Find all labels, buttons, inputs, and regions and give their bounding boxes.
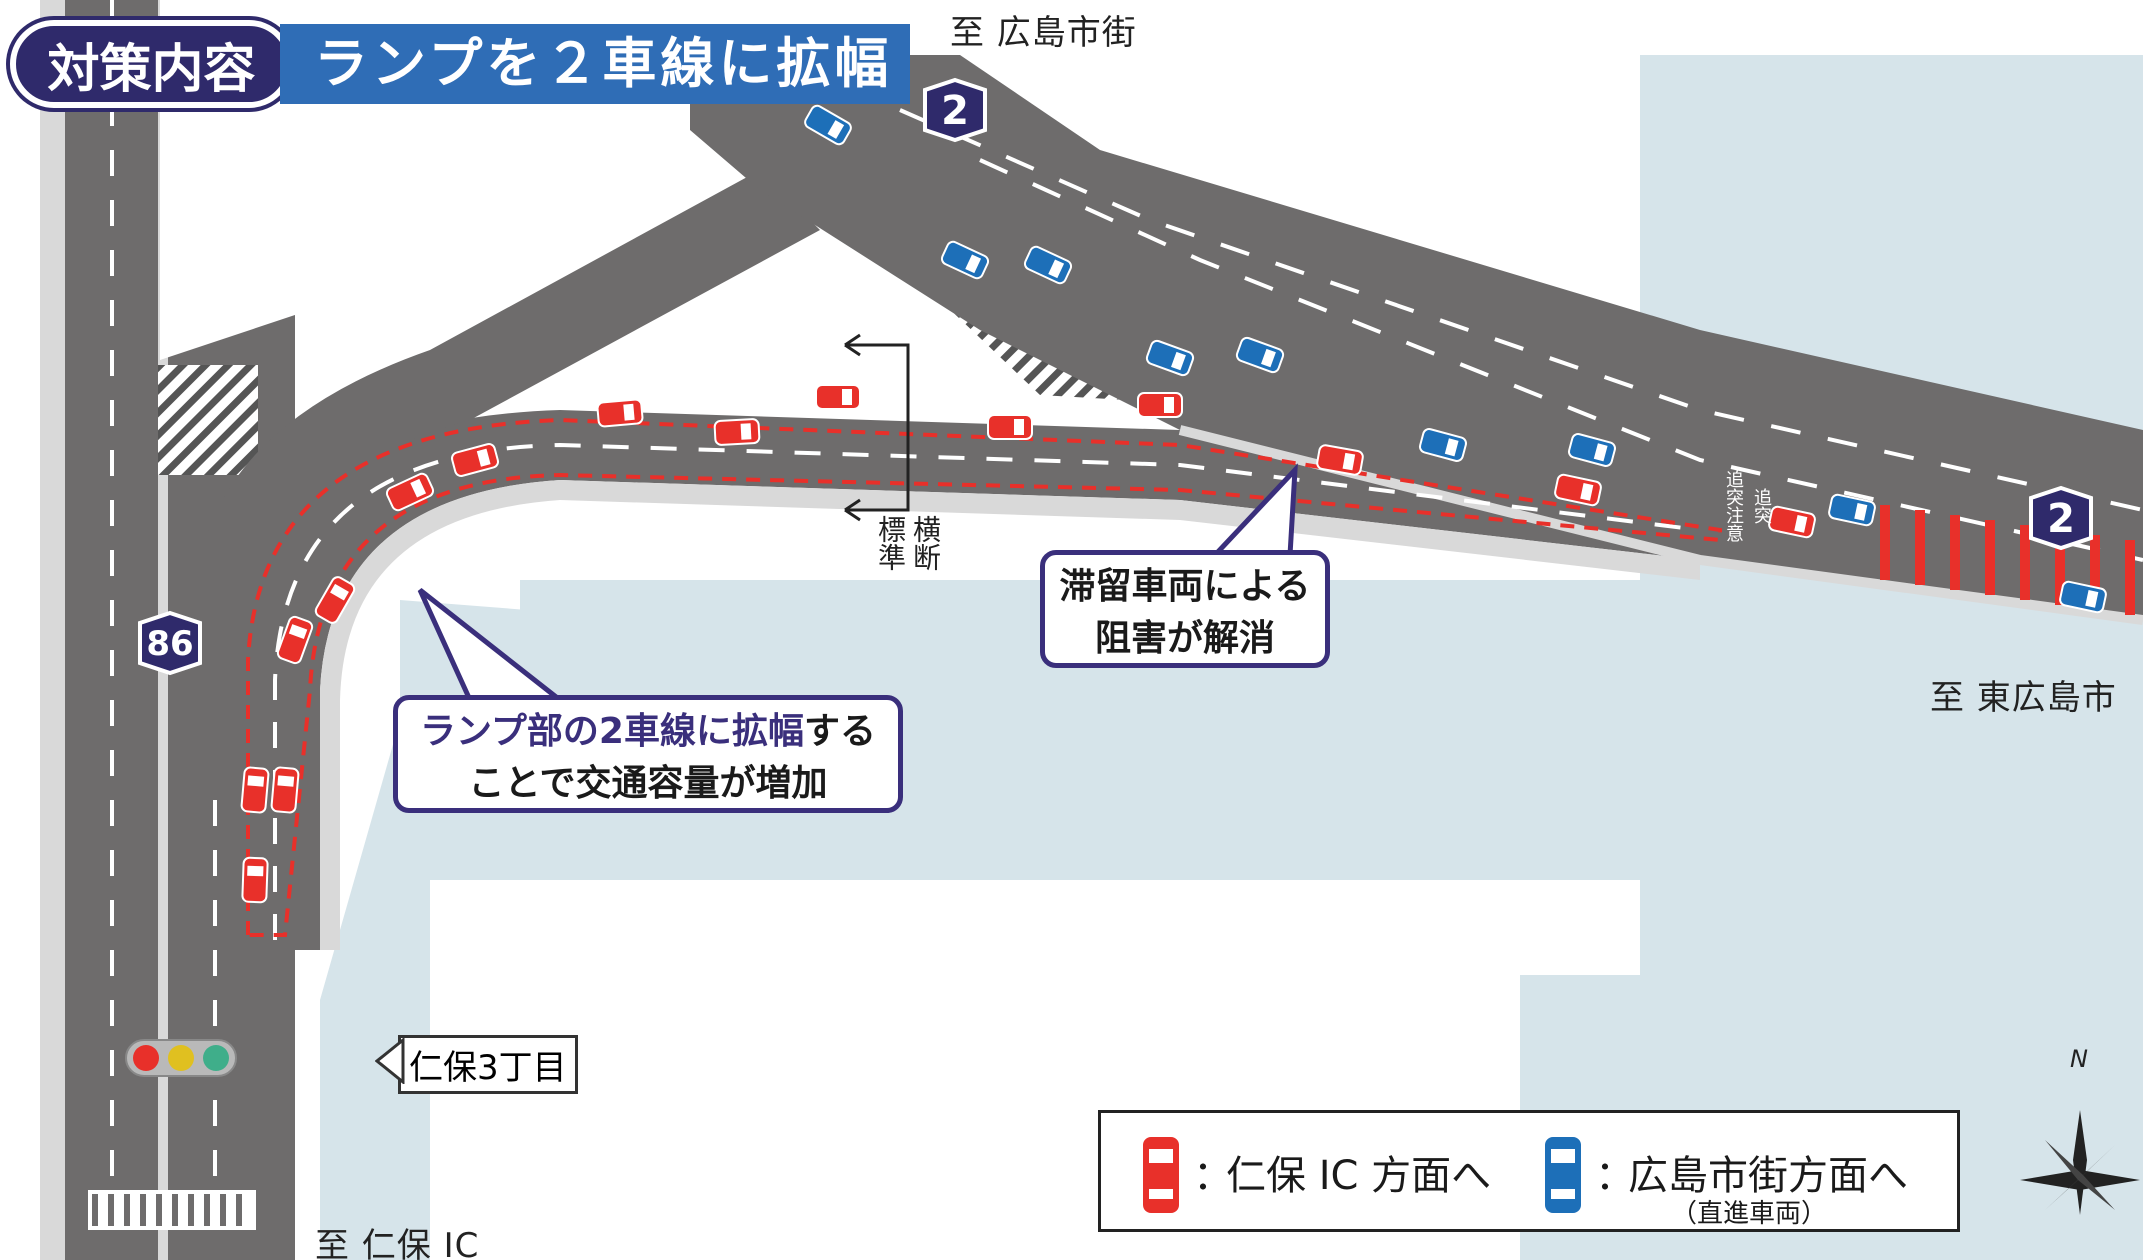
ramp-lane-divider <box>273 442 1701 940</box>
red-stripes <box>1880 505 2135 615</box>
road-marking-2: 追突 <box>1751 488 1772 524</box>
car-red <box>270 766 300 814</box>
title-text: ランプを２車線に拡幅 <box>280 24 910 104</box>
car-red <box>276 615 314 665</box>
car-blue <box>1567 433 1617 467</box>
compass-rose <box>2020 1110 2140 1215</box>
callout-right: 滞留車両による 阻害が解消 <box>1040 550 1330 668</box>
legend-blue-sub: （直進車両） <box>1671 1199 1828 1229</box>
cross-section-arrow-top <box>844 333 861 357</box>
callout-left-line1: ランプ部の2車線に拡幅する <box>398 706 898 758</box>
car-red <box>1137 392 1183 418</box>
car-blue <box>940 240 990 280</box>
legend: ： 仁保 IC 方面へ ： 広島市街方面へ （直進車両） <box>1098 1110 1960 1232</box>
hatch-corner <box>158 365 258 475</box>
callout-left-highlight: ランプ部の2車線に拡幅 <box>420 711 804 752</box>
compass-north-label: N <box>2070 1045 2088 1073</box>
route2-lane-line <box>899 108 2143 512</box>
car-red <box>1316 444 1364 476</box>
car-blue <box>804 104 852 146</box>
callout-right-line2: 阻害が解消 <box>1094 618 1275 659</box>
car-red <box>596 398 644 428</box>
shield-route2-top-number: 2 <box>941 88 969 134</box>
legend-red-colon: ： <box>1193 1153 1233 1199</box>
cross-section-marker <box>845 343 910 512</box>
ramp-upper <box>200 170 820 600</box>
callout-right-line1: 滞留車両による <box>1059 566 1311 607</box>
legend-blue-car-icon <box>1545 1137 1581 1213</box>
car-red <box>385 472 435 512</box>
shield-route2-right <box>2029 485 2093 551</box>
car-blue <box>1023 245 1073 285</box>
cross-section-arrow-bottom <box>844 498 861 522</box>
car-red <box>1768 505 1816 539</box>
callout-left-line2: ことで交通容量が増加 <box>468 763 828 804</box>
destination-right: 至 東広島市 <box>1930 678 2117 718</box>
title-tag: 対策内容 <box>10 20 293 108</box>
crosswalk-bottom <box>88 1190 256 1230</box>
intersection-sign: 仁保3丁目 <box>398 1035 578 1094</box>
destination-top: 至 広島市街 <box>950 13 1137 53</box>
legend-red-car-icon <box>1143 1137 1179 1213</box>
car-red <box>450 443 500 477</box>
legend-blue-label: 広島市街方面へ <box>1628 1153 1908 1199</box>
car-red <box>815 384 861 410</box>
legend-red-label: 仁保 IC 方面へ <box>1226 1153 1492 1199</box>
road-marking-1: 追突注意 <box>1723 470 1744 542</box>
car-blue <box>1418 428 1468 462</box>
road-route2 <box>690 55 2143 620</box>
car-blue <box>2059 580 2107 614</box>
car-blue <box>1145 339 1195 377</box>
cross-section-label-2: 横断 <box>909 515 942 571</box>
title-banner: 対策内容 ランプを２車線に拡幅 <box>10 14 910 114</box>
intersection-sign-pointer <box>375 1038 405 1084</box>
car-blue <box>1828 493 1876 527</box>
car-red <box>1554 473 1602 507</box>
car-red <box>314 576 356 624</box>
traffic-signal <box>125 1039 237 1077</box>
shield-route86-number: 86 <box>146 624 194 664</box>
car-red <box>987 414 1033 440</box>
car-red <box>713 418 761 446</box>
ramp-outer <box>230 410 1700 950</box>
callout-left: ランプ部の2車線に拡幅する ことで交通容量が増加 <box>393 695 903 813</box>
destination-bottom: 至 仁保 IC <box>315 1226 480 1260</box>
vehicles <box>240 104 2107 904</box>
car-red <box>240 766 270 814</box>
cross-section-label-1: 標準 <box>874 515 907 571</box>
shield-route2-right-number: 2 <box>2047 496 2075 542</box>
shield-route2-top <box>923 77 987 143</box>
car-red <box>241 856 269 904</box>
callout-left-rest: する <box>803 711 876 752</box>
car-blue <box>1235 336 1285 374</box>
shield-route86 <box>138 610 202 676</box>
legend-blue-colon: ： <box>1595 1153 1635 1199</box>
